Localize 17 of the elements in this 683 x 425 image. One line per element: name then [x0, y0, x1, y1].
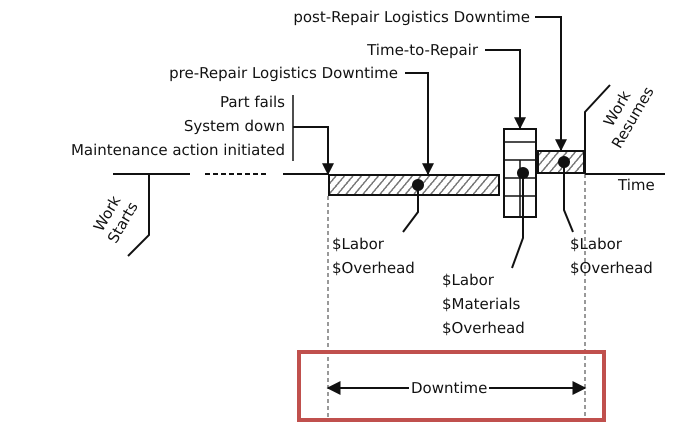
event-text: Maintenance action initiated [70, 141, 285, 159]
axis-label: Time [618, 176, 655, 194]
cost-text: $Overhead [442, 319, 525, 337]
hatched-bar [328, 174, 500, 196]
cost-text: $Labor [442, 271, 494, 289]
cost-text: $Labor [332, 235, 384, 253]
phase-label: post-Repair Logistics Downtime [293, 8, 530, 26]
cost-text: $Overhead [570, 259, 653, 277]
phase-label: pre-Repair Logistics Downtime [169, 64, 398, 82]
event-text: System down [184, 117, 285, 135]
event-text: Part fails [220, 93, 285, 111]
cost-text: $Materials [442, 295, 520, 313]
cost-text: $Labor [570, 235, 622, 253]
repair-block [503, 128, 537, 218]
phase-label: Time-to-Repair [367, 41, 478, 59]
highlight-frame [297, 350, 606, 422]
cost-text: $Overhead [332, 259, 415, 277]
